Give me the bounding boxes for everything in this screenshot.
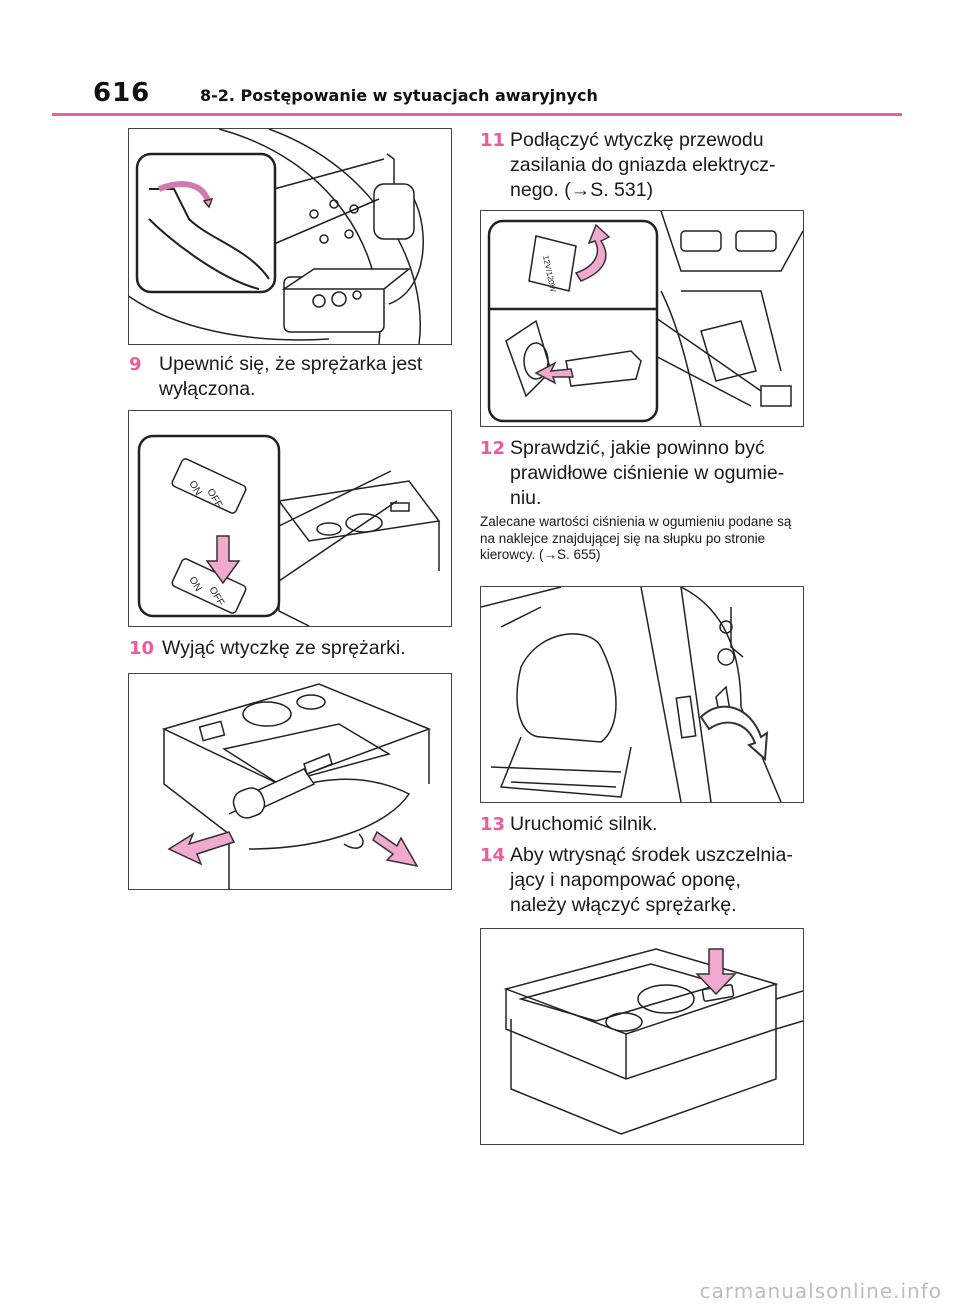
figure-switch-off: ON OFF ON OFF (128, 410, 452, 627)
arrow-left-icon (167, 831, 236, 866)
section-title: 8-2. Postępowanie w sytuacjach awaryjnyc… (200, 86, 598, 105)
pressure-note: Zalecane wartości ciśnienia w ogumieniu … (480, 514, 792, 562)
arrow-curve-icon-2 (699, 705, 769, 762)
arrow-right-icon (372, 830, 419, 868)
arrow-curve-icon (574, 223, 611, 282)
page-number: 616 (93, 78, 151, 108)
arrow-left-icon-2 (534, 361, 574, 385)
arrow-down-icon-2 (695, 948, 737, 996)
header-divider (52, 113, 902, 116)
step-text: Upewnić się, że sprężarka jest wyłączona… (159, 353, 423, 400)
step-text: Wyjąć wtyczkę ze sprężarki. (162, 637, 406, 659)
step-text: Sprawdzić, jakie powinno być prawidłowe … (510, 437, 785, 509)
step-number: 13 (480, 814, 506, 835)
step-number: 14 (480, 845, 506, 866)
step-number: 9 (129, 354, 142, 375)
watermark: carmanualsonline.info (699, 1279, 942, 1303)
figure-unplug-compressor (128, 673, 452, 890)
step-number: 12 (480, 438, 506, 459)
arrow-down-icon (205, 535, 241, 585)
step-number: 10 (129, 638, 155, 659)
step-text: Uruchomić silnik. (510, 813, 658, 835)
figure-door-pillar-label (480, 586, 804, 803)
figure-valve-cap (128, 128, 452, 345)
figure-power-socket: 12V/120W (480, 210, 804, 427)
figure-switch-on (480, 928, 804, 1145)
step-text: Podłączyć wtyczkę przewodu zasilania do … (510, 129, 776, 201)
step-number: 11 (480, 130, 506, 151)
step-text: Aby wtrysnąć środek uszczelnia-jący i na… (510, 844, 793, 916)
